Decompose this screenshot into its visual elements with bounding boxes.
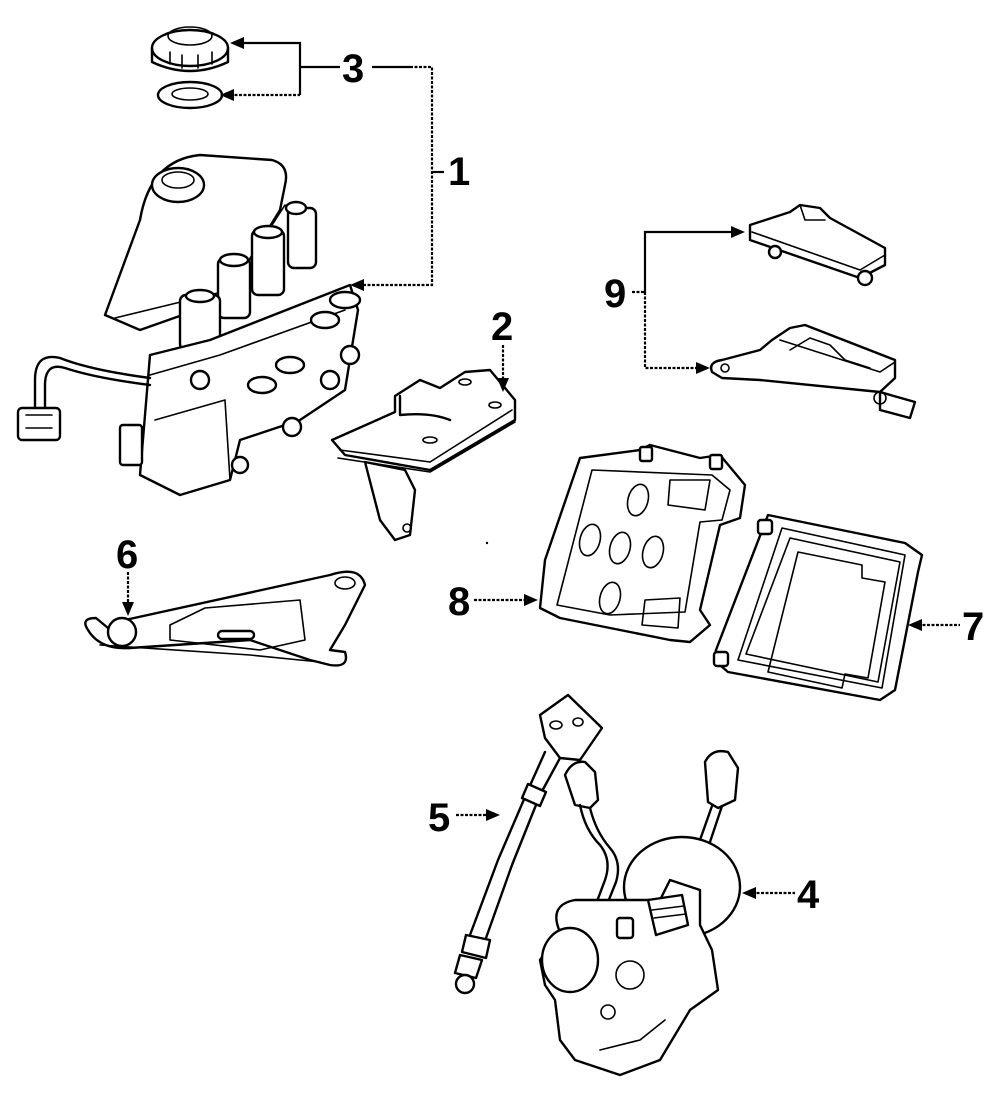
callout-7: 7 — [962, 605, 984, 649]
callout-3: 3 — [342, 47, 364, 91]
abs-modulator-assembly — [16, 153, 362, 497]
reservoir-seal — [156, 80, 224, 110]
callout-9-leaders — [632, 226, 745, 374]
callout-6: 6 — [116, 533, 138, 577]
control-module — [712, 513, 924, 702]
relay-holder — [709, 323, 917, 420]
callout-8: 8 — [448, 580, 470, 624]
callout-7-leader — [908, 619, 960, 631]
relay — [748, 203, 887, 287]
callout-4-leader — [742, 887, 795, 899]
lower-bracket — [84, 570, 367, 667]
module-bracket — [538, 443, 747, 644]
callout-5-leader — [456, 809, 500, 821]
callout-1: 1 — [448, 150, 470, 194]
wheel-speed-sensor-cable — [453, 693, 604, 995]
callout-8-leader — [474, 594, 538, 606]
callout-4: 4 — [797, 873, 820, 917]
mounting-bracket — [330, 368, 517, 542]
sensor-assembly — [538, 749, 742, 1077]
callout-2-leader — [497, 345, 509, 392]
callout-3-leaders — [220, 37, 444, 291]
stray-dot — [485, 541, 489, 545]
callout-2: 2 — [491, 305, 513, 349]
reservoir-cap — [150, 26, 230, 73]
callout-5: 5 — [428, 796, 450, 840]
callout-6-leader — [122, 572, 134, 616]
callout-9: 9 — [604, 272, 626, 316]
